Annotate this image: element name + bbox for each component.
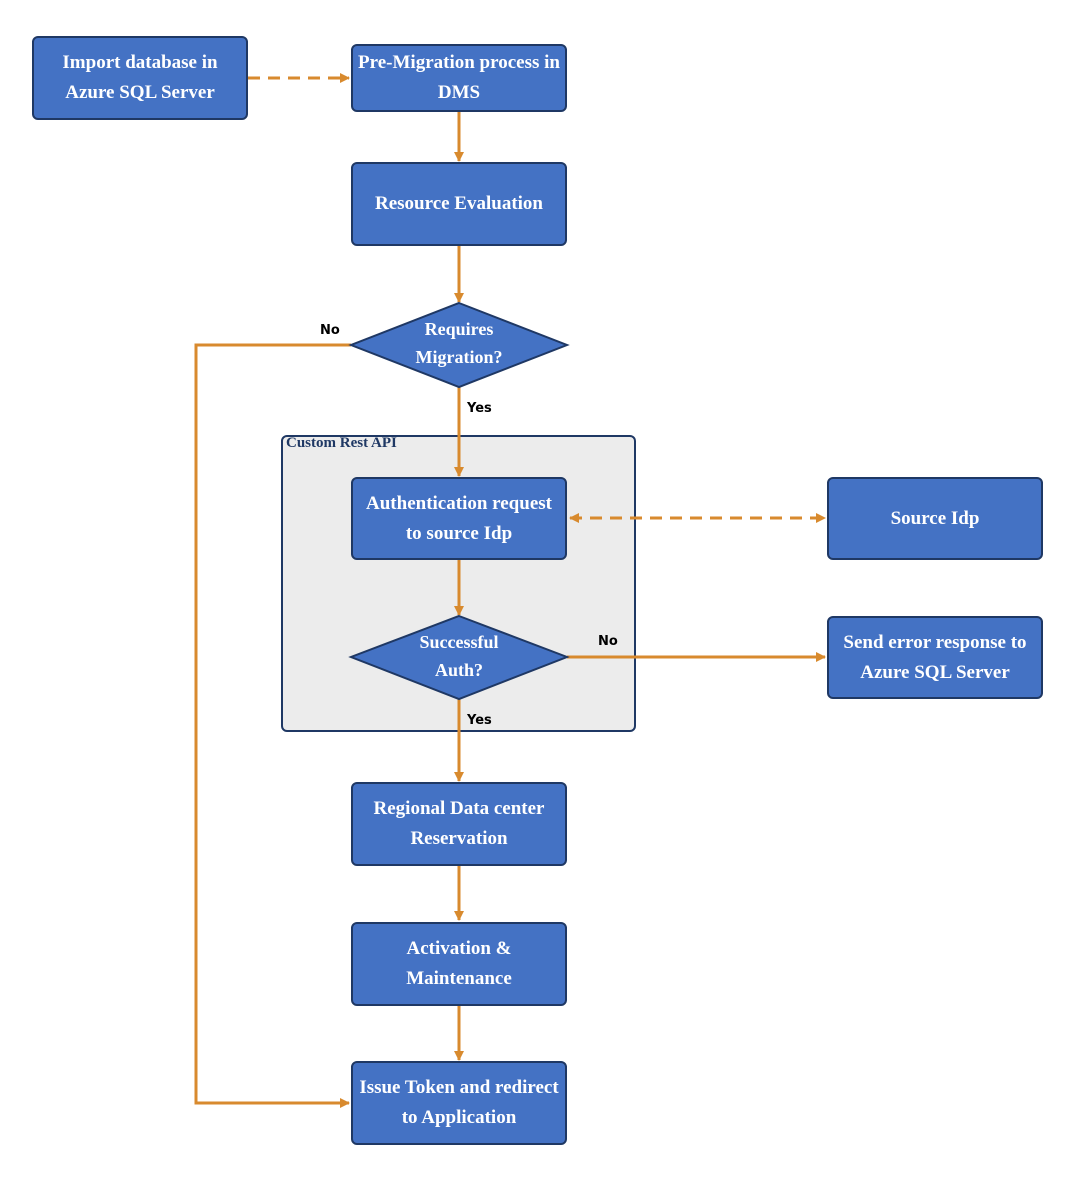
auth-no-label: No <box>598 634 618 649</box>
edge-requires-no <box>194 343 351 1108</box>
authentication-request-node: Authentication request to source Idp <box>351 477 567 560</box>
issue-token-node: Issue Token and redirect to Application <box>351 1061 567 1145</box>
pre-migration-node: Pre-Migration process in DMS <box>351 44 567 112</box>
requires-no-label: No <box>320 323 340 338</box>
source-idp-node: Source Idp <box>827 477 1043 560</box>
requires-yes-label: Yes <box>467 401 492 416</box>
resource-evaluation-node: Resource Evaluation <box>351 162 567 246</box>
successful-auth-diamond <box>348 614 570 701</box>
requires-migration-label: Requires Migration? <box>415 319 503 367</box>
activation-maintenance-node: Activation & Maintenance <box>351 922 567 1006</box>
group-title: Custom Rest API <box>286 435 397 451</box>
requires-migration-diamond <box>348 301 570 389</box>
send-error-node: Send error response to Azure SQL Server <box>827 616 1043 699</box>
import-database-node: Import database in Azure SQL Server <box>32 36 248 120</box>
successful-auth-label: Successful Auth? <box>419 632 499 680</box>
regional-data-center-node: Regional Data center Reservation <box>351 782 567 866</box>
auth-yes-label: Yes <box>467 713 492 728</box>
